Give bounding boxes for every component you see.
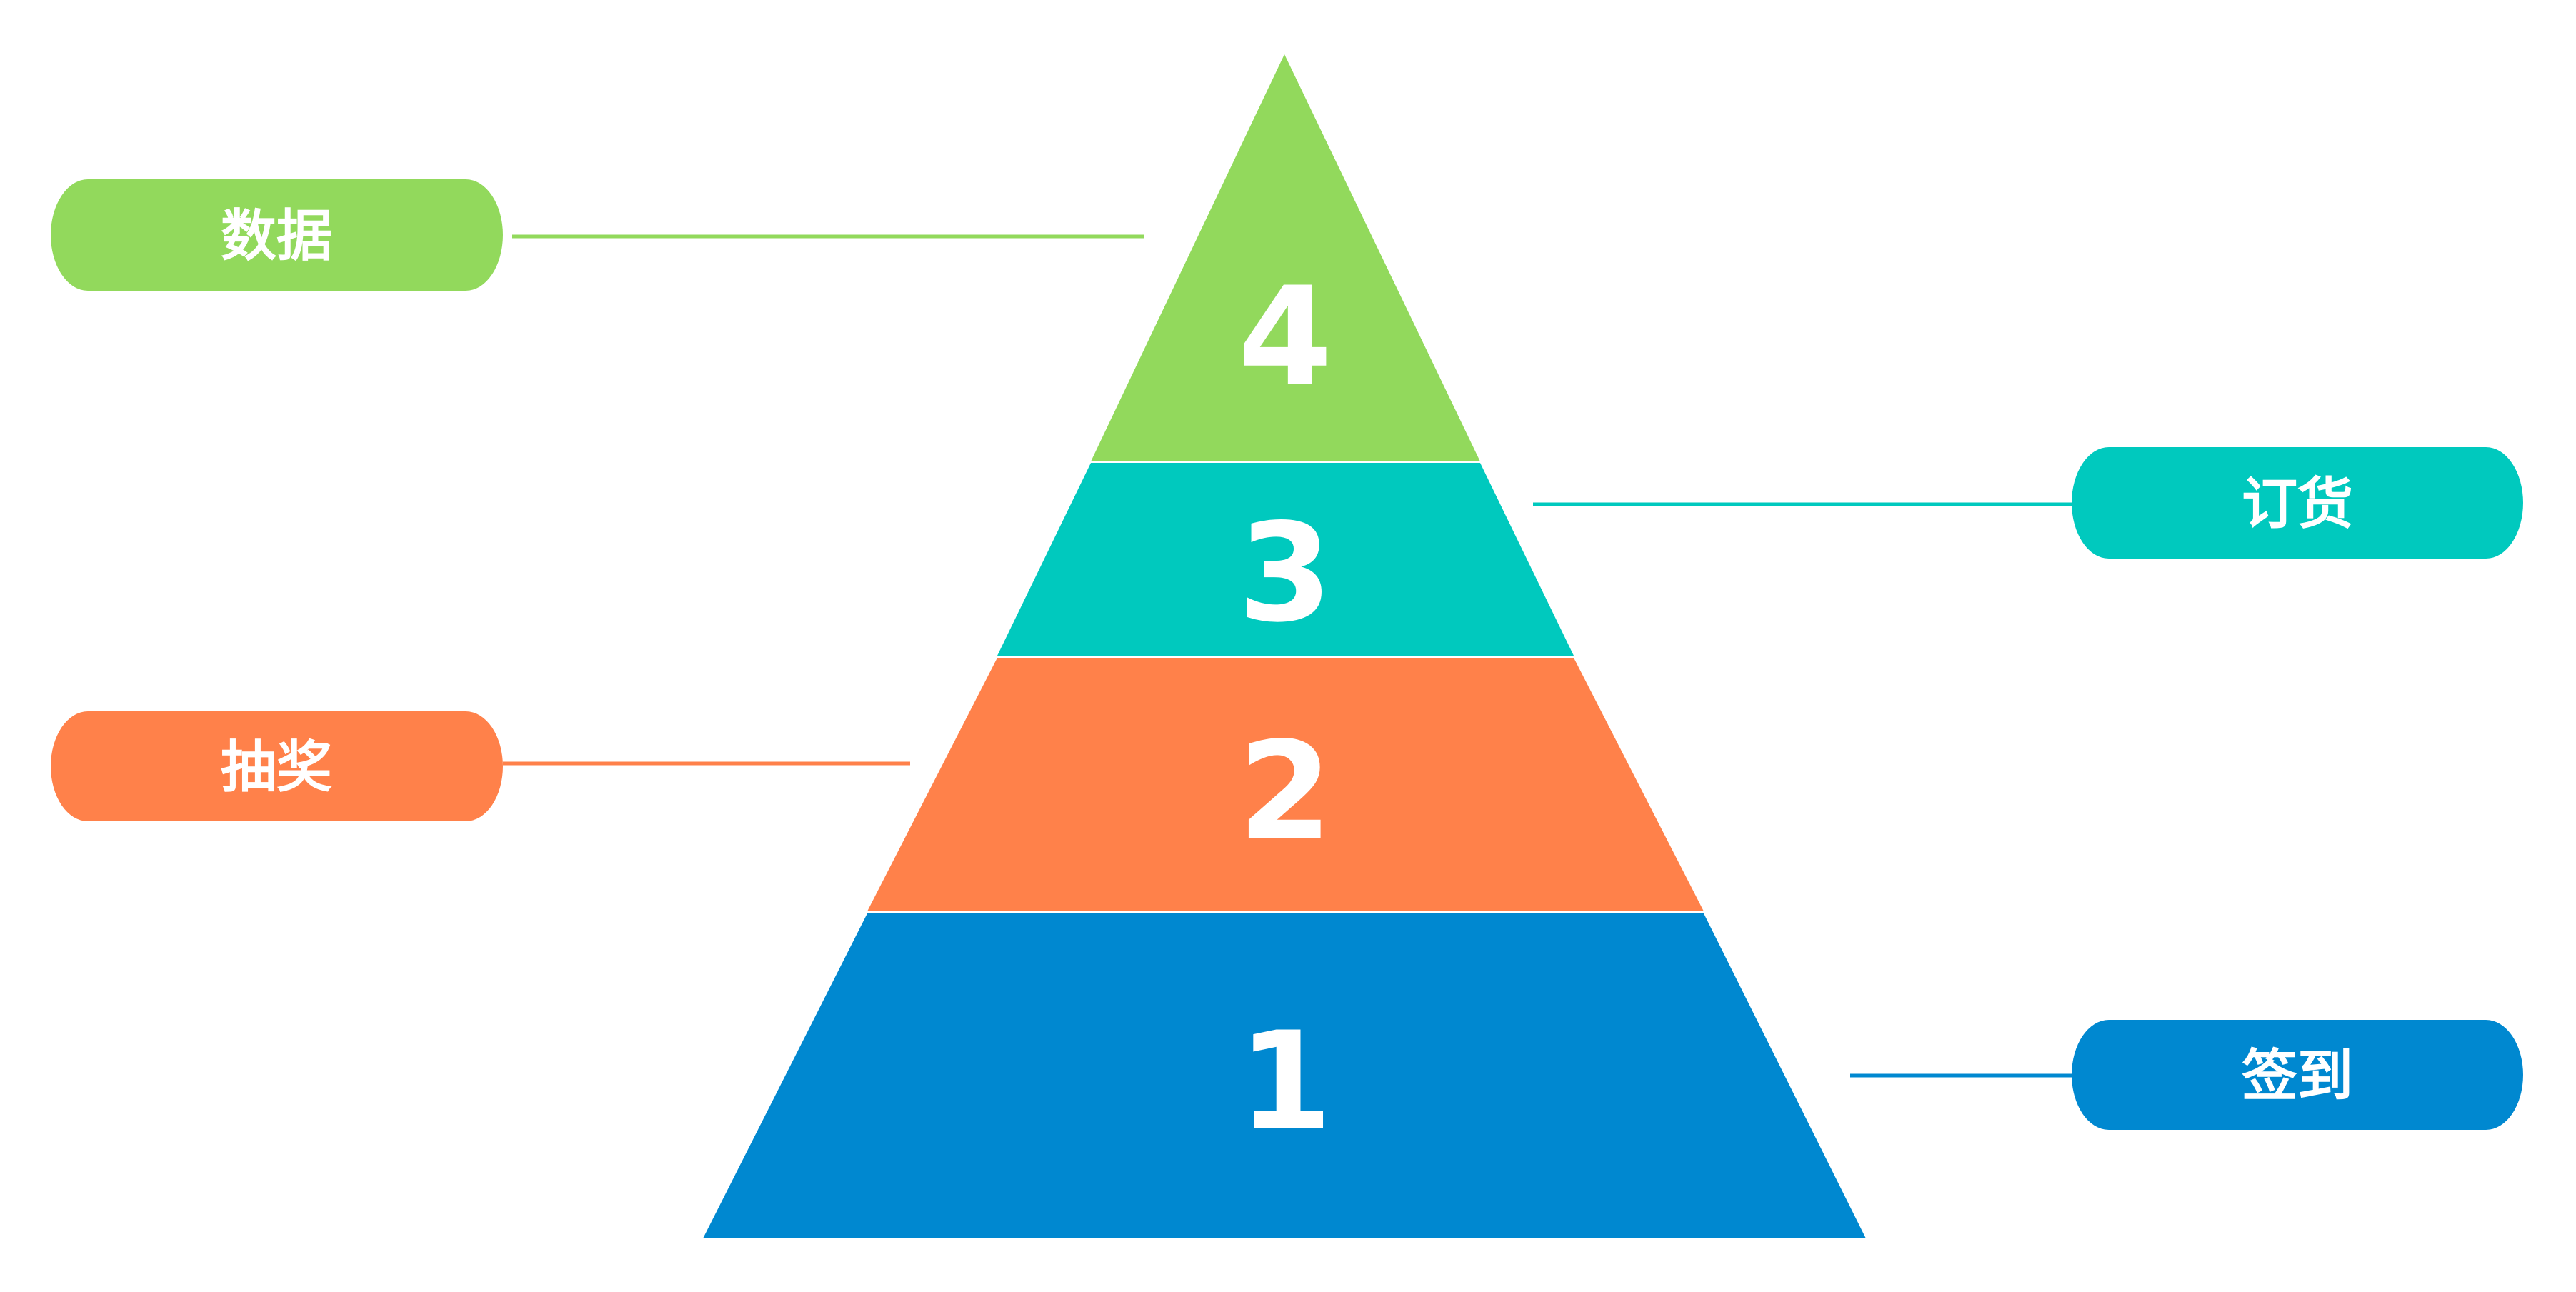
label-pill-3: 订货 — [2072, 447, 2523, 559]
pyramid-layer-2 — [867, 658, 1704, 911]
label-pill-1: 签到 — [2072, 1020, 2523, 1130]
label-text-2: 抽奖 — [221, 736, 332, 800]
pyramid-layer-1 — [703, 913, 1866, 1238]
pyramid-layer-4 — [1091, 54, 1480, 461]
layer-number-4: 4 — [1238, 258, 1332, 416]
label-pill-2: 抽奖 — [51, 711, 503, 821]
label-text-3: 订货 — [2242, 472, 2353, 536]
pyramid-layer-3 — [997, 463, 1574, 656]
label-text-1: 签到 — [2242, 1044, 2353, 1108]
layer-number-2: 2 — [1238, 713, 1332, 871]
layer-number-1: 1 — [1238, 1003, 1332, 1161]
layer-number-3: 3 — [1238, 494, 1332, 652]
label-pill-4: 数据 — [51, 179, 503, 291]
label-text-4: 数据 — [221, 204, 332, 269]
